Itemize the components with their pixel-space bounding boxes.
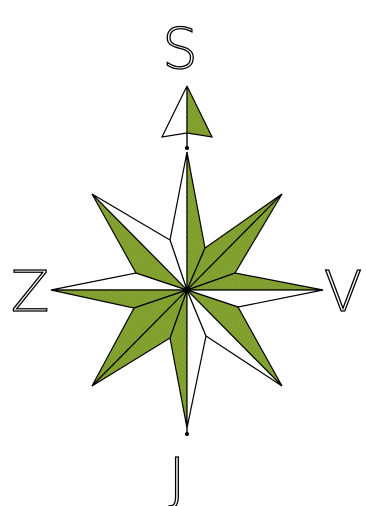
label-south: J: [169, 447, 186, 506]
star-hub: [185, 288, 189, 292]
label-west: Z: [11, 260, 49, 325]
compass-rose-icon: [51, 152, 323, 436]
north-arrow-right: [187, 86, 212, 137]
south-stem-dot: [185, 432, 189, 436]
north-arrow-dot: [185, 146, 189, 150]
north-arrow-left: [162, 86, 187, 137]
north-arrow-icon: [162, 86, 212, 150]
label-east: V: [324, 260, 362, 325]
label-north: S: [162, 17, 198, 82]
